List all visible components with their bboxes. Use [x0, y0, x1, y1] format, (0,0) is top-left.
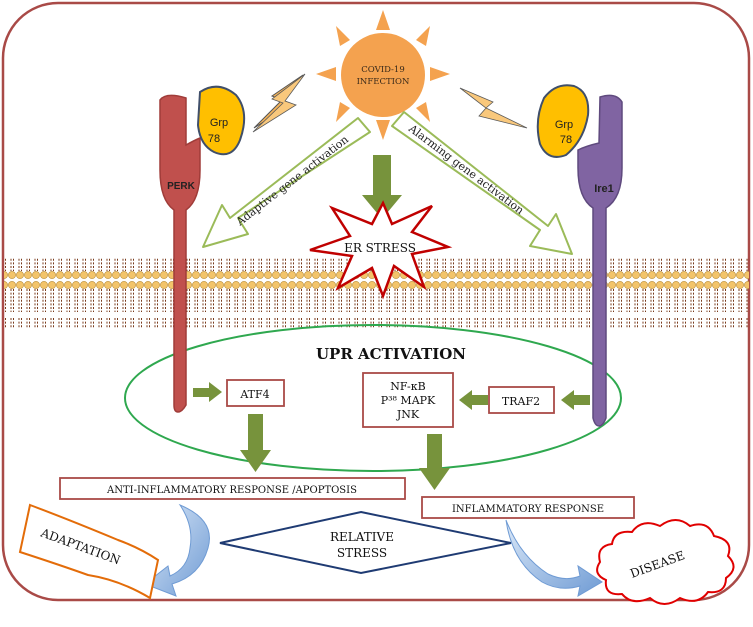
relative-stress-label-1: RELATIVE — [330, 530, 394, 544]
atf4-box — [226, 379, 285, 407]
upr-ellipse — [124, 324, 622, 472]
ire1-to-traf2-arrow — [561, 390, 590, 410]
inflammatory-box — [421, 496, 635, 519]
anti-inflammatory-box — [59, 477, 406, 500]
atf4-down-arrow — [240, 414, 271, 472]
relative-stress-label-2: STRESS — [337, 546, 387, 560]
traf2-box — [488, 386, 555, 414]
kinases-down-arrow — [419, 434, 450, 490]
grp78-left-label-2: 78 — [208, 133, 220, 145]
er-stress-label: ER STRESS — [344, 241, 416, 255]
perk-receptor — [159, 94, 201, 413]
virus-label-2: INFECTION — [357, 77, 410, 87]
kinases-box — [362, 372, 454, 428]
grp78-right-label-1: Grp — [555, 119, 573, 131]
kinase-p38: P³⁸ MAPK — [381, 394, 436, 407]
kinase-nfkb: NF-κB — [390, 380, 425, 393]
inflammatory-label: INFLAMMATORY RESPONSE — [452, 504, 604, 515]
disease-cloud — [596, 519, 735, 605]
perk-label: PERK — [167, 181, 196, 192]
grp78-left — [196, 85, 246, 156]
adaptation-banner — [18, 503, 160, 600]
alarming-activation-arrow — [391, 111, 573, 255]
grp78-right-label-2: 78 — [560, 134, 572, 146]
virus-sun-icon — [316, 10, 450, 140]
disease-curved-arrow — [505, 519, 603, 597]
relative-stress-diamond — [219, 510, 512, 575]
ire1-label: Ire1 — [594, 183, 614, 195]
grp78-right — [536, 84, 590, 158]
lightning-right-icon — [459, 87, 528, 129]
perk-to-atf4-arrow — [193, 382, 222, 402]
grp78-left-label-1: Grp — [210, 117, 228, 129]
upr-activation-label: UPR ACTIVATION — [316, 345, 466, 363]
adaptive-activation-arrow — [202, 117, 371, 248]
kinase-jnk: JNK — [396, 408, 420, 421]
atf4-label: ATF4 — [239, 388, 269, 401]
virus-label-1: COVID-19 — [361, 65, 404, 75]
er-stress-burst — [309, 200, 453, 300]
lightning-left-icon — [252, 73, 306, 133]
traf2-label: TRAF2 — [502, 395, 540, 408]
ire1-receptor — [577, 94, 623, 427]
traf2-to-kinases-arrow — [459, 390, 488, 410]
anti-inflammatory-label: ANTI-INFLAMMATORY RESPONSE /APOPTOSIS — [106, 485, 357, 496]
